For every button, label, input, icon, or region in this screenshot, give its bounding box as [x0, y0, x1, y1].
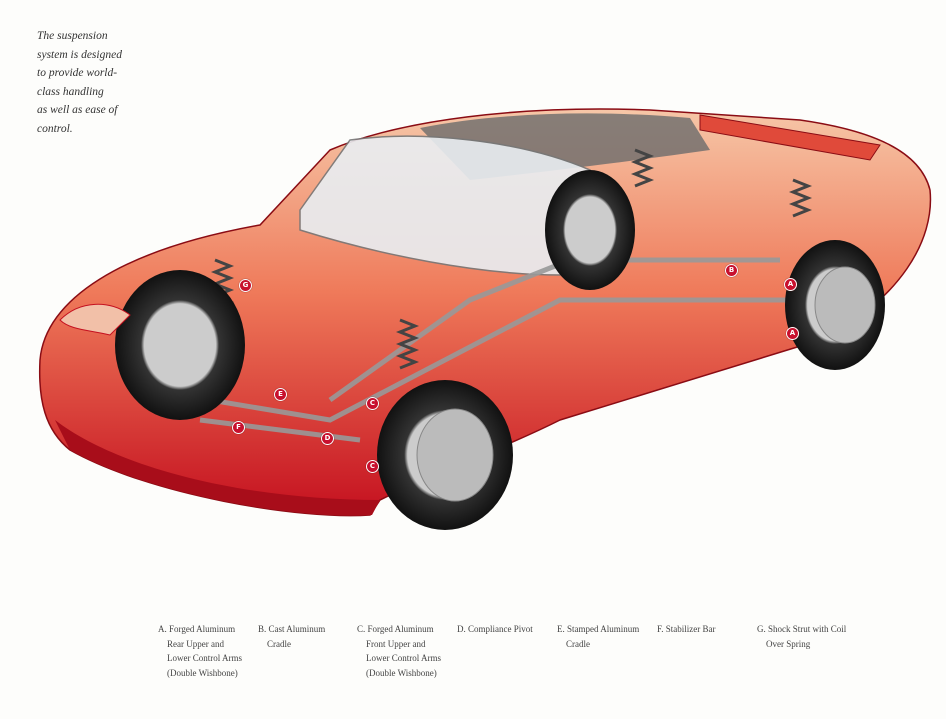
callout-marker-c: C: [366, 460, 379, 473]
legend-line: E. Stamped Aluminum: [557, 624, 640, 634]
front-right-wheel: [377, 380, 513, 530]
legend-line: Rear Upper and: [167, 638, 224, 649]
legend-line: Over Spring: [766, 638, 811, 649]
legend-line: Lower Control Arms: [167, 653, 242, 663]
windshield: [299, 135, 591, 276]
legend-item-a: A. Forged Aluminum Rear Upper and Lower …: [158, 622, 242, 680]
legend-item-e: E. Stamped Aluminum Cradle: [557, 622, 639, 651]
legend-line: (Double Wishbone): [366, 667, 437, 678]
intro-line: as well as ease of: [37, 104, 118, 116]
rear-left-wheel: [545, 170, 635, 290]
intro-line: class handling: [37, 85, 104, 98]
legend-line: F. Stabilizer Bar: [657, 624, 716, 634]
callout-marker-e: E: [274, 388, 287, 401]
callout-marker-f: F: [232, 421, 245, 434]
callout-marker-d: D: [321, 432, 334, 445]
callout-marker-b: B: [725, 264, 738, 277]
legend-line: A. Forged Aluminum: [158, 624, 236, 634]
headlight: [59, 303, 131, 336]
callout-marker-a: A: [786, 327, 799, 340]
intro-line: control.: [37, 122, 73, 135]
intro-line: system is designed: [37, 48, 122, 61]
callout-marker-a: A: [784, 278, 797, 291]
front-left-wheel: [115, 270, 245, 420]
rear-right-wheel: [785, 240, 885, 370]
legend-line: Cradle: [267, 638, 291, 649]
legend-line: Lower Control Arms: [366, 653, 441, 663]
legend-item-g: G. Shock Strut with Coil Over Spring: [757, 622, 846, 651]
legend-line: (Double Wishbone): [167, 667, 238, 678]
intro-caption: The suspension system is designed to pro…: [37, 27, 147, 138]
legend-item-f: F. Stabilizer Bar: [657, 622, 716, 637]
legend-item-b: B. Cast Aluminum Cradle: [258, 622, 325, 651]
front-bumper: [55, 420, 380, 516]
legend-line: G. Shock Strut with Coil: [757, 624, 847, 634]
legend-line: B. Cast Aluminum: [258, 624, 326, 634]
legend-item-d: D. Compliance Pivot: [457, 622, 533, 637]
legend-line: D. Compliance Pivot: [457, 624, 533, 634]
intro-line: to provide world-: [37, 67, 118, 79]
callout-marker-c: C: [366, 397, 379, 410]
legend-line: C. Forged Aluminum: [357, 624, 434, 634]
rear-spoiler: [699, 114, 881, 161]
legend-line: Cradle: [566, 638, 590, 649]
legend-line: Front Upper and: [366, 638, 426, 649]
intro-line: The suspension: [37, 30, 108, 42]
callout-marker-g: G: [239, 279, 252, 292]
legend-item-c: C. Forged Aluminum Front Upper and Lower…: [357, 622, 441, 680]
car-suspension-cutaway-illustration: [38, 108, 932, 530]
